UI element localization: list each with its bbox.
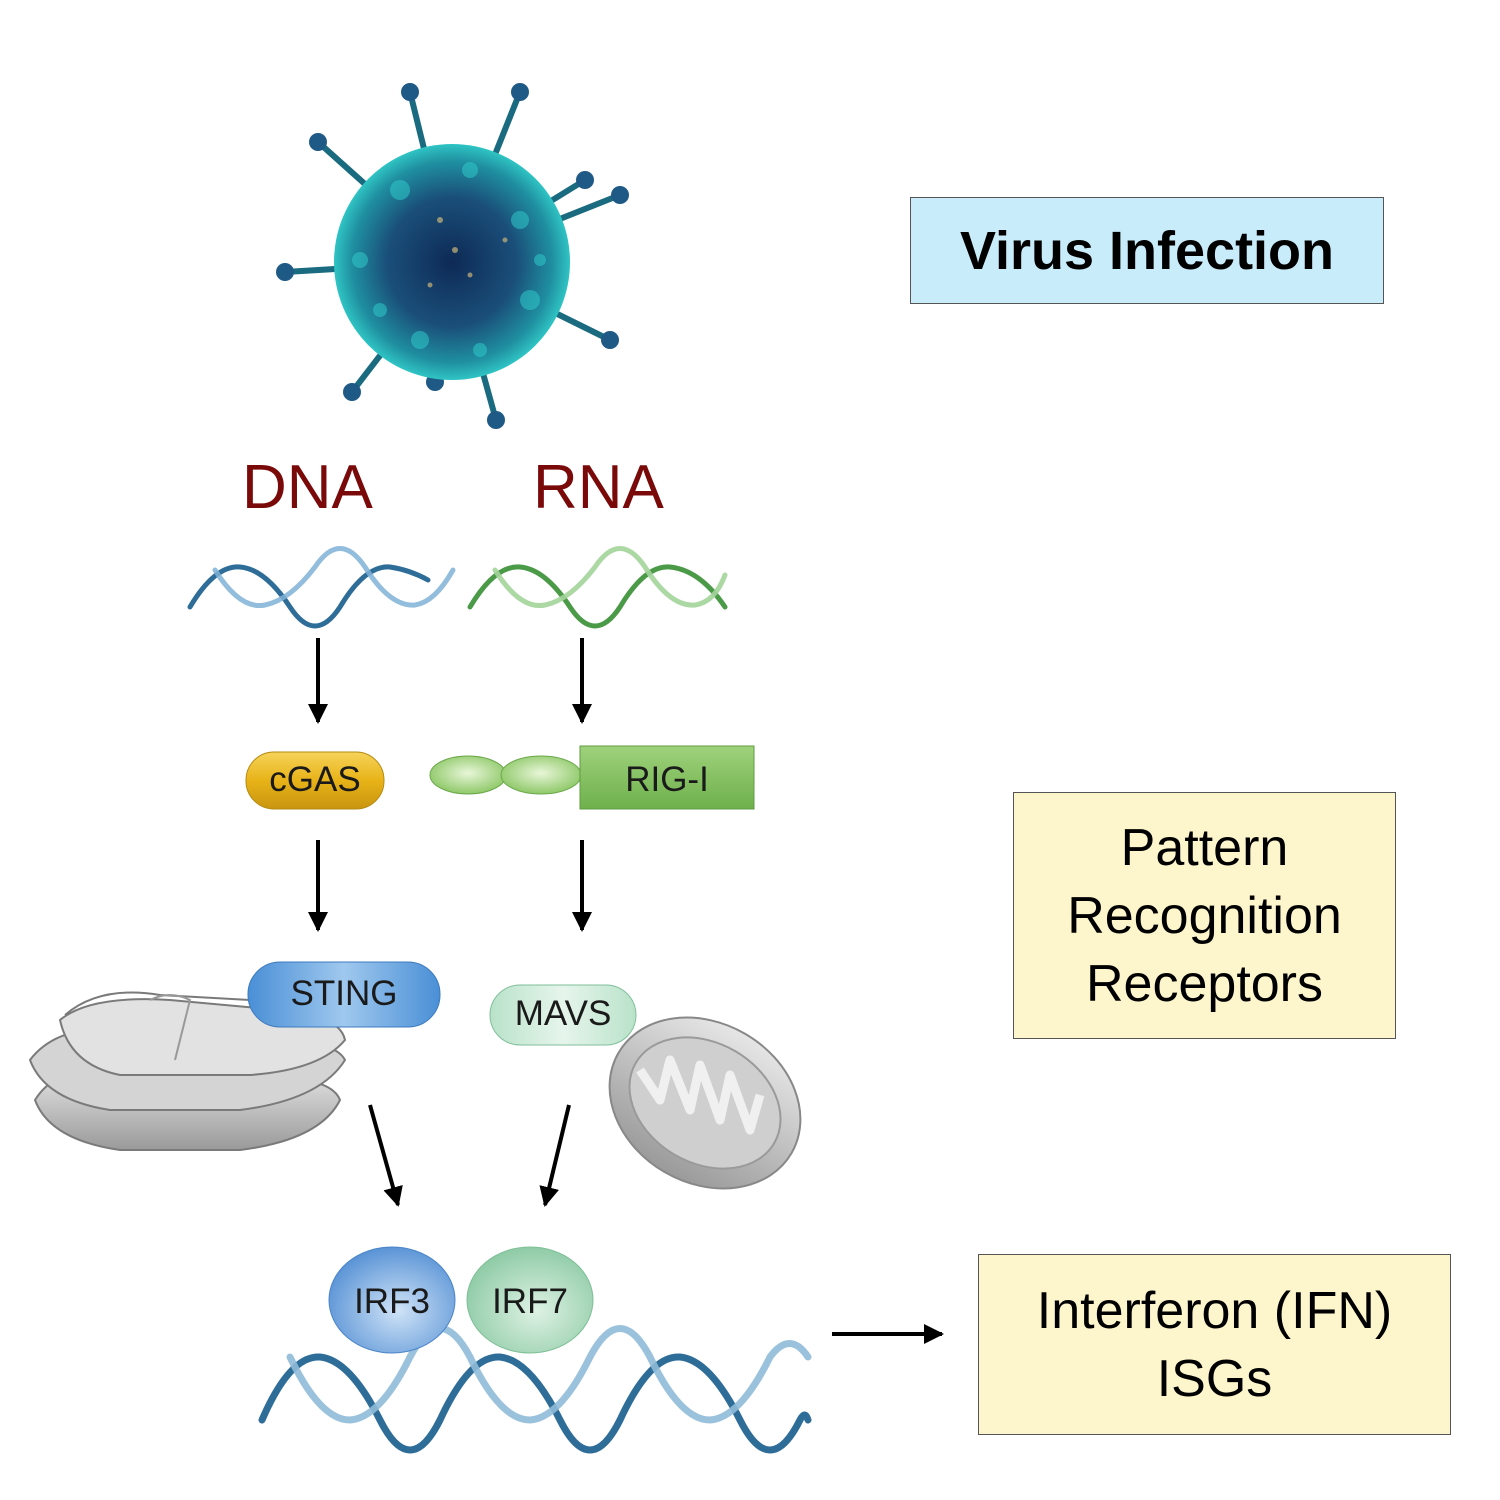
ifn-isg-box: Interferon (IFN) ISGs bbox=[978, 1254, 1451, 1435]
rigi-protein bbox=[429, 745, 755, 810]
virus-particle-icon bbox=[276, 83, 629, 429]
virus-infection-text: Virus Infection bbox=[959, 220, 1335, 281]
rna-helix-icon bbox=[467, 546, 728, 629]
sting-protein bbox=[247, 961, 441, 1028]
label-rigi: RIG-I bbox=[625, 760, 709, 799]
prr-line-1: Pattern bbox=[1120, 818, 1289, 877]
dna-helix-icon bbox=[187, 546, 456, 629]
virus-infection-box: Virus Infection bbox=[910, 197, 1384, 304]
promoter-dna-icon bbox=[258, 1325, 812, 1454]
label-sting: STING bbox=[290, 974, 398, 1013]
mavs-protein bbox=[489, 984, 637, 1046]
irf3-protein bbox=[328, 1246, 456, 1354]
prr-line-3: Receptors bbox=[1086, 954, 1323, 1013]
ifn-line-1: Interferon (IFN) bbox=[1036, 1281, 1393, 1340]
label-cgas: cGAS bbox=[269, 760, 361, 799]
cgas-protein bbox=[245, 751, 385, 810]
prr-box: Pattern Recognition Receptors bbox=[1013, 792, 1396, 1039]
arrow-sting-irf bbox=[368, 1104, 403, 1207]
label-irf7: IRF7 bbox=[492, 1282, 568, 1321]
mitochondrion-icon bbox=[608, 1016, 802, 1190]
label-mavs: MAVS bbox=[514, 994, 612, 1033]
ifn-line-2: ISGs bbox=[1156, 1349, 1273, 1408]
label-dna: DNA bbox=[242, 453, 373, 522]
label-irf3: IRF3 bbox=[354, 1282, 430, 1321]
prr-line-2: Recognition bbox=[1067, 886, 1342, 945]
irf7-protein bbox=[466, 1246, 594, 1354]
pathway-arrows bbox=[308, 638, 944, 1344]
arrow-mavs-irf bbox=[539, 1104, 571, 1207]
label-rna: RNA bbox=[533, 453, 664, 522]
